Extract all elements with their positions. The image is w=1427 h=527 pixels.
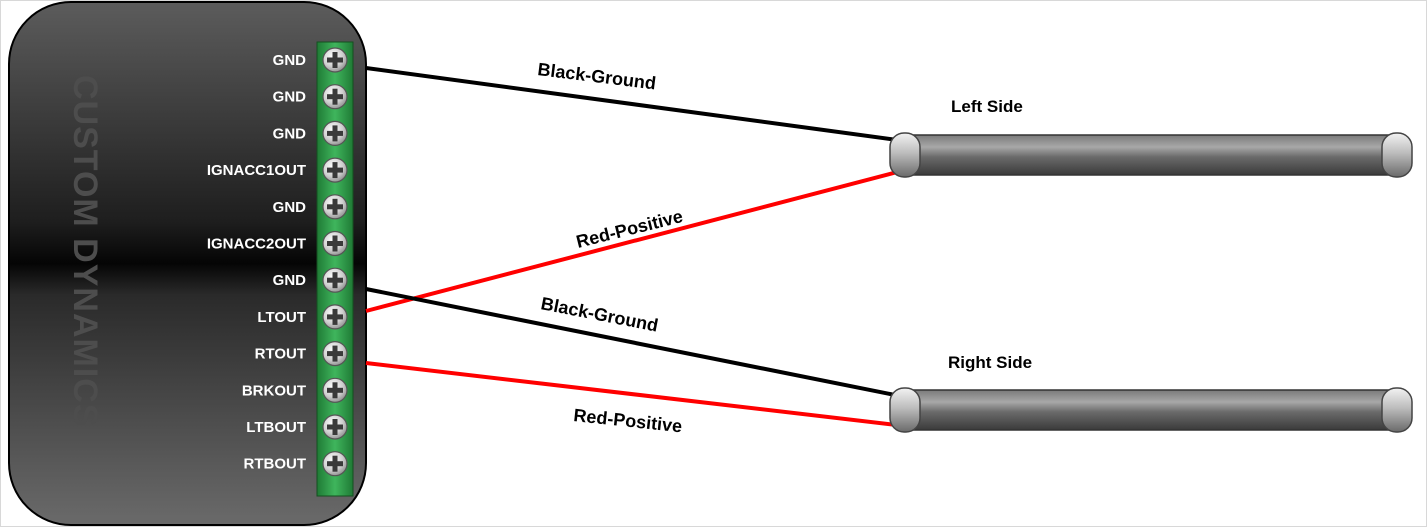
terminal-gnd: GND [273,120,348,146]
terminal-label: GND [273,52,307,69]
terminal-brkout: BRKOUT [242,377,348,403]
control-module: CUSTOM DYNAMICS [8,1,367,526]
screw-icon [322,304,348,330]
right-ground-wire [365,287,906,399]
right-positive-wire [365,361,906,428]
left-light-cap-left [889,132,921,178]
left-side-label: Left Side [951,97,1023,116]
right-light-bar [889,387,1413,433]
left-ground-wire [365,66,906,143]
terminal-ltbout: LTBOUT [246,414,348,440]
screw-icon [322,451,348,477]
screw-icon [322,341,348,367]
right-side-label: Right Side [948,353,1032,372]
left-light-cap-right [1381,132,1413,178]
screw-icon [322,157,348,183]
terminal-gnd: GND [273,194,348,220]
terminal-gnd: GND [273,267,348,293]
terminal-ignacc1out: IGNACC1OUT [207,157,348,183]
terminal-label: GND [273,272,307,289]
terminal-ignacc2out: IGNACC2OUT [207,230,348,257]
terminal-rtbout: RTBOUT [244,451,348,477]
terminal-label: IGNACC2OUT [207,236,306,253]
left-positive-wire [365,168,906,313]
module-brand: CUSTOM DYNAMICS [66,75,104,428]
terminal-label: GND [273,89,307,106]
screw-icon [322,47,348,73]
terminal-ltout: LTOUT [257,304,348,330]
screw-icon [322,377,348,403]
right-positive-label: Red-Positive [573,405,684,436]
right-light-cap-left [889,387,921,433]
terminal-block: GND GND GND IGNACC1OUT GND IGNACC2OUT GND LTOUT… [207,47,348,477]
terminal-label: LTBOUT [246,419,306,436]
screw-icon [322,120,348,146]
left-light-bar [889,132,1413,178]
terminal-label: IGNACC1OUT [207,162,306,179]
terminal-gnd: GND [273,47,348,73]
wires [365,66,906,428]
screw-icon [322,267,348,293]
terminal-label: RTBOUT [244,456,307,473]
terminal-label: GND [273,125,307,142]
terminal-gnd: GND [273,84,348,110]
right-light-cap-right [1381,387,1413,433]
left-positive-label: Red-Positive [574,206,685,252]
terminal-label: BRKOUT [242,382,306,399]
screw-icon [322,230,348,257]
left-ground-label: Black-Ground [537,59,658,93]
screw-icon [322,414,348,440]
terminal-label: GND [273,199,307,216]
terminal-rtout: RTOUT [255,341,348,367]
terminal-label: RTOUT [255,346,306,363]
terminal-label: LTOUT [257,309,306,326]
screw-icon [322,84,348,110]
screw-icon [322,194,348,220]
